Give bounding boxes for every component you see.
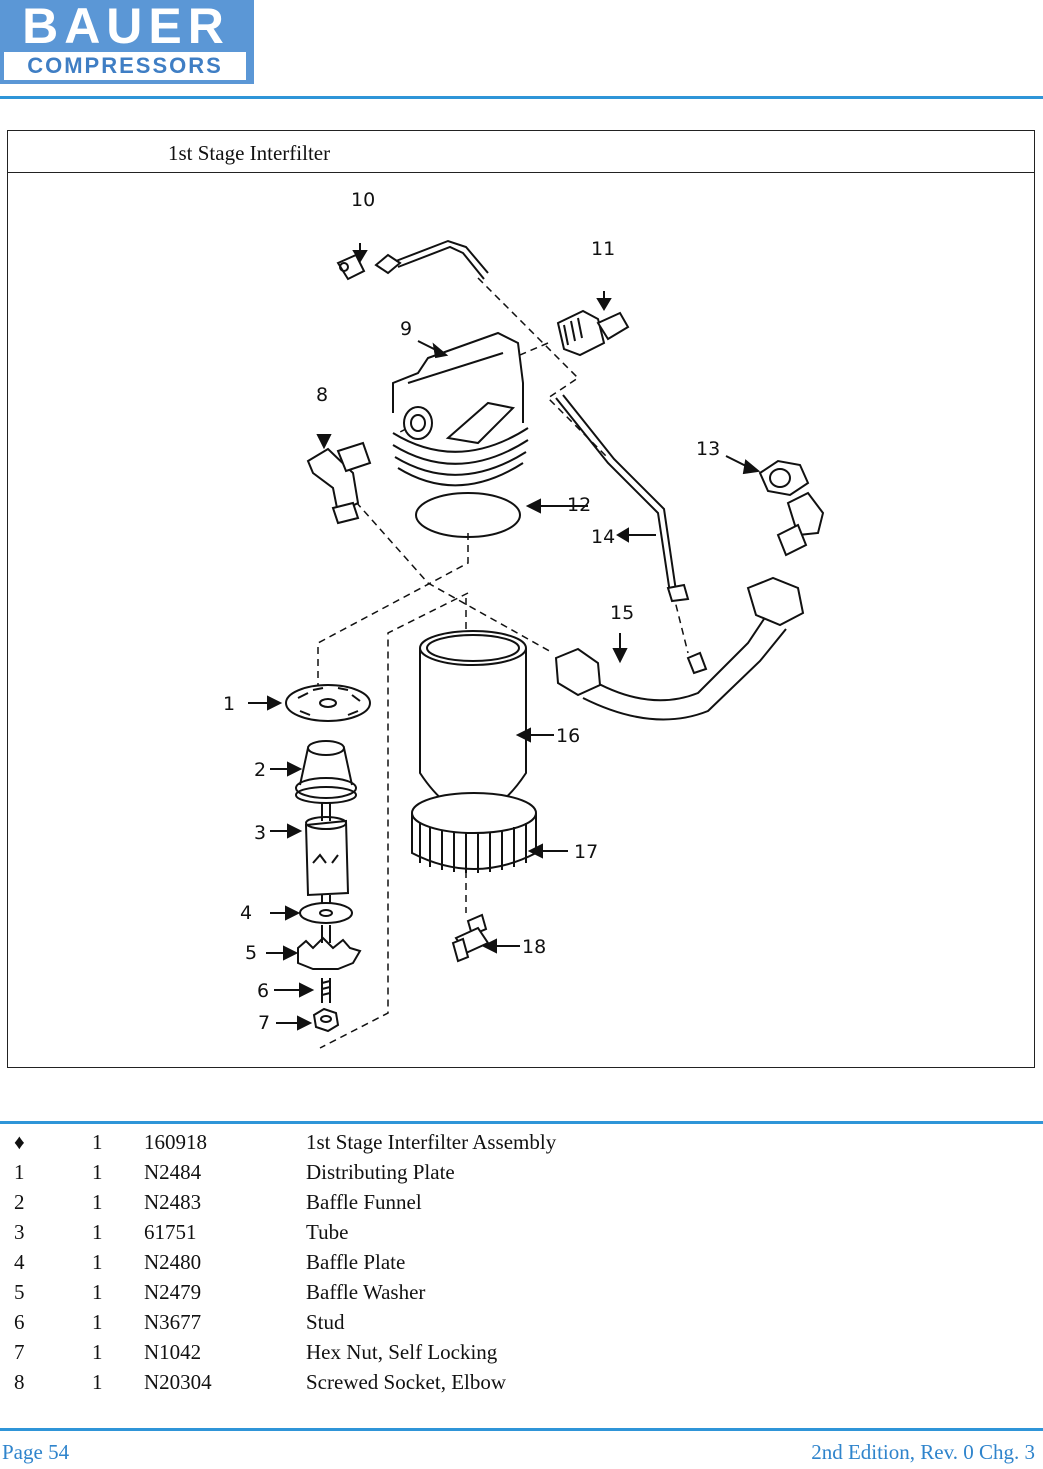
part-10-tube [374, 239, 489, 280]
parts-row: 1 1 N2484 Distributing Plate [0, 1160, 1043, 1190]
description: Screwed Socket, Elbow [306, 1370, 507, 1394]
parts-row: ♦ 1 160918 1st Stage Interfilter Assembl… [0, 1130, 1043, 1160]
callout-17: 17 [574, 841, 598, 863]
description: Baffle Plate [306, 1250, 406, 1274]
quantity: 1 [92, 1370, 103, 1394]
callout-5: 5 [245, 942, 257, 964]
parts-row: 3 1 61751 Tube [0, 1220, 1043, 1250]
item-number: ♦ [14, 1130, 25, 1154]
description: Distributing Plate [306, 1160, 455, 1184]
part-3-tube [304, 803, 350, 908]
item-number: 7 [14, 1340, 25, 1364]
callout-7: 7 [258, 1012, 270, 1034]
part-2-baffle-funnel [295, 740, 357, 804]
description: 1st Stage Interfilter Assembly [306, 1130, 557, 1154]
part-18-drain [451, 913, 490, 963]
description: Stud [306, 1310, 345, 1334]
part-10-elbow [336, 253, 366, 281]
part-number: N1042 [144, 1340, 202, 1364]
exploded-view-diagram: 10 11 9 8 13 12 14 15 1 16 2 3 17 4 18 5… [223, 189, 825, 1049]
item-number: 3 [14, 1220, 25, 1244]
item-number: 1 [14, 1160, 25, 1184]
quantity: 1 [92, 1280, 103, 1304]
callout-4: 4 [240, 902, 252, 924]
part-9-filter-head [392, 331, 529, 487]
part-number: N2483 [144, 1190, 202, 1214]
callout-14: 14 [591, 526, 615, 548]
part-1-distributing-plate [285, 684, 371, 722]
callout-13: 13 [696, 438, 720, 460]
part-15-hose [554, 576, 805, 721]
company-logo: BAUER COMPRESSORS [0, 0, 254, 84]
item-number: 6 [14, 1310, 25, 1334]
description: Tube [306, 1220, 349, 1244]
quantity: 1 [92, 1250, 103, 1274]
item-number: 2 [14, 1190, 25, 1214]
quantity: 1 [92, 1160, 103, 1184]
callout-15: 15 [610, 602, 634, 624]
parts-row: 8 1 N20304 Screwed Socket, Elbow [0, 1370, 1043, 1400]
part-17-collar [411, 792, 537, 873]
quantity: 1 [92, 1220, 103, 1244]
callout-10: 10 [351, 189, 375, 211]
figure-title: 1st Stage Interfilter [168, 141, 331, 165]
edition-info: 2nd Edition, Rev. 0 Chg. 3 [811, 1440, 1035, 1464]
quantity: 1 [92, 1340, 103, 1364]
part-13-fittings [758, 459, 825, 557]
part-number: N2484 [144, 1160, 202, 1184]
footer-rule [0, 1428, 1043, 1431]
leader-arrows [248, 243, 761, 1031]
callout-1: 1 [223, 693, 235, 715]
quantity: 1 [92, 1310, 103, 1334]
quantity: 1 [92, 1190, 103, 1214]
callout-6: 6 [257, 980, 269, 1002]
part-number: 61751 [144, 1220, 197, 1244]
item-number: 4 [14, 1250, 25, 1274]
description: Hex Nut, Self Locking [306, 1340, 498, 1364]
part-number: N3677 [144, 1310, 202, 1334]
part-4-baffle-plate [299, 902, 353, 924]
parts-row: 4 1 N2480 Baffle Plate [0, 1250, 1043, 1280]
callout-labels: 10 11 9 8 13 12 14 15 1 16 2 3 17 4 18 5… [223, 189, 720, 1034]
callout-9: 9 [400, 318, 412, 340]
part-11-fitting [556, 309, 630, 357]
part-16-bowl [419, 630, 527, 814]
description: Baffle Washer [306, 1280, 426, 1304]
part-5-baffle-washer [297, 925, 362, 970]
item-number: 5 [14, 1280, 25, 1304]
part-number: 160918 [144, 1130, 207, 1154]
part-number: N20304 [144, 1370, 212, 1394]
parts-row: 7 1 N1042 Hex Nut, Self Locking [0, 1340, 1043, 1370]
header-rule [0, 96, 1043, 99]
description: Baffle Funnel [306, 1190, 422, 1214]
callout-12: 12 [567, 494, 591, 516]
parts-row: 6 1 N3677 Stud [0, 1310, 1043, 1340]
callout-16: 16 [556, 725, 580, 747]
callout-11: 11 [591, 238, 615, 260]
part-6-stud [321, 978, 331, 1003]
logo-sub-text: COMPRESSORS [4, 52, 246, 80]
part-14-tube [555, 394, 690, 603]
callout-18: 18 [522, 936, 546, 958]
parts-row: 5 1 N2479 Baffle Washer [0, 1280, 1043, 1310]
item-number: 8 [14, 1370, 25, 1394]
figure-frame: 1st Stage Interfilter [7, 130, 1035, 1068]
part-number: N2479 [144, 1280, 202, 1304]
part-12-o-ring [415, 492, 521, 538]
logo-brand-text: BAUER [22, 0, 230, 54]
page-number: Page 54 [2, 1440, 70, 1464]
part-number: N2480 [144, 1250, 202, 1274]
parts-row: 2 1 N2483 Baffle Funnel [0, 1190, 1043, 1220]
callout-2: 2 [254, 759, 266, 781]
part-7-hex-nut [312, 1007, 340, 1033]
parts-list-rule [0, 1121, 1043, 1124]
callout-8: 8 [316, 384, 328, 406]
callout-3: 3 [254, 822, 266, 844]
figure-title-bar: 1st Stage Interfilter [8, 131, 1034, 173]
quantity: 1 [92, 1130, 103, 1154]
part-8-elbow [306, 441, 372, 525]
